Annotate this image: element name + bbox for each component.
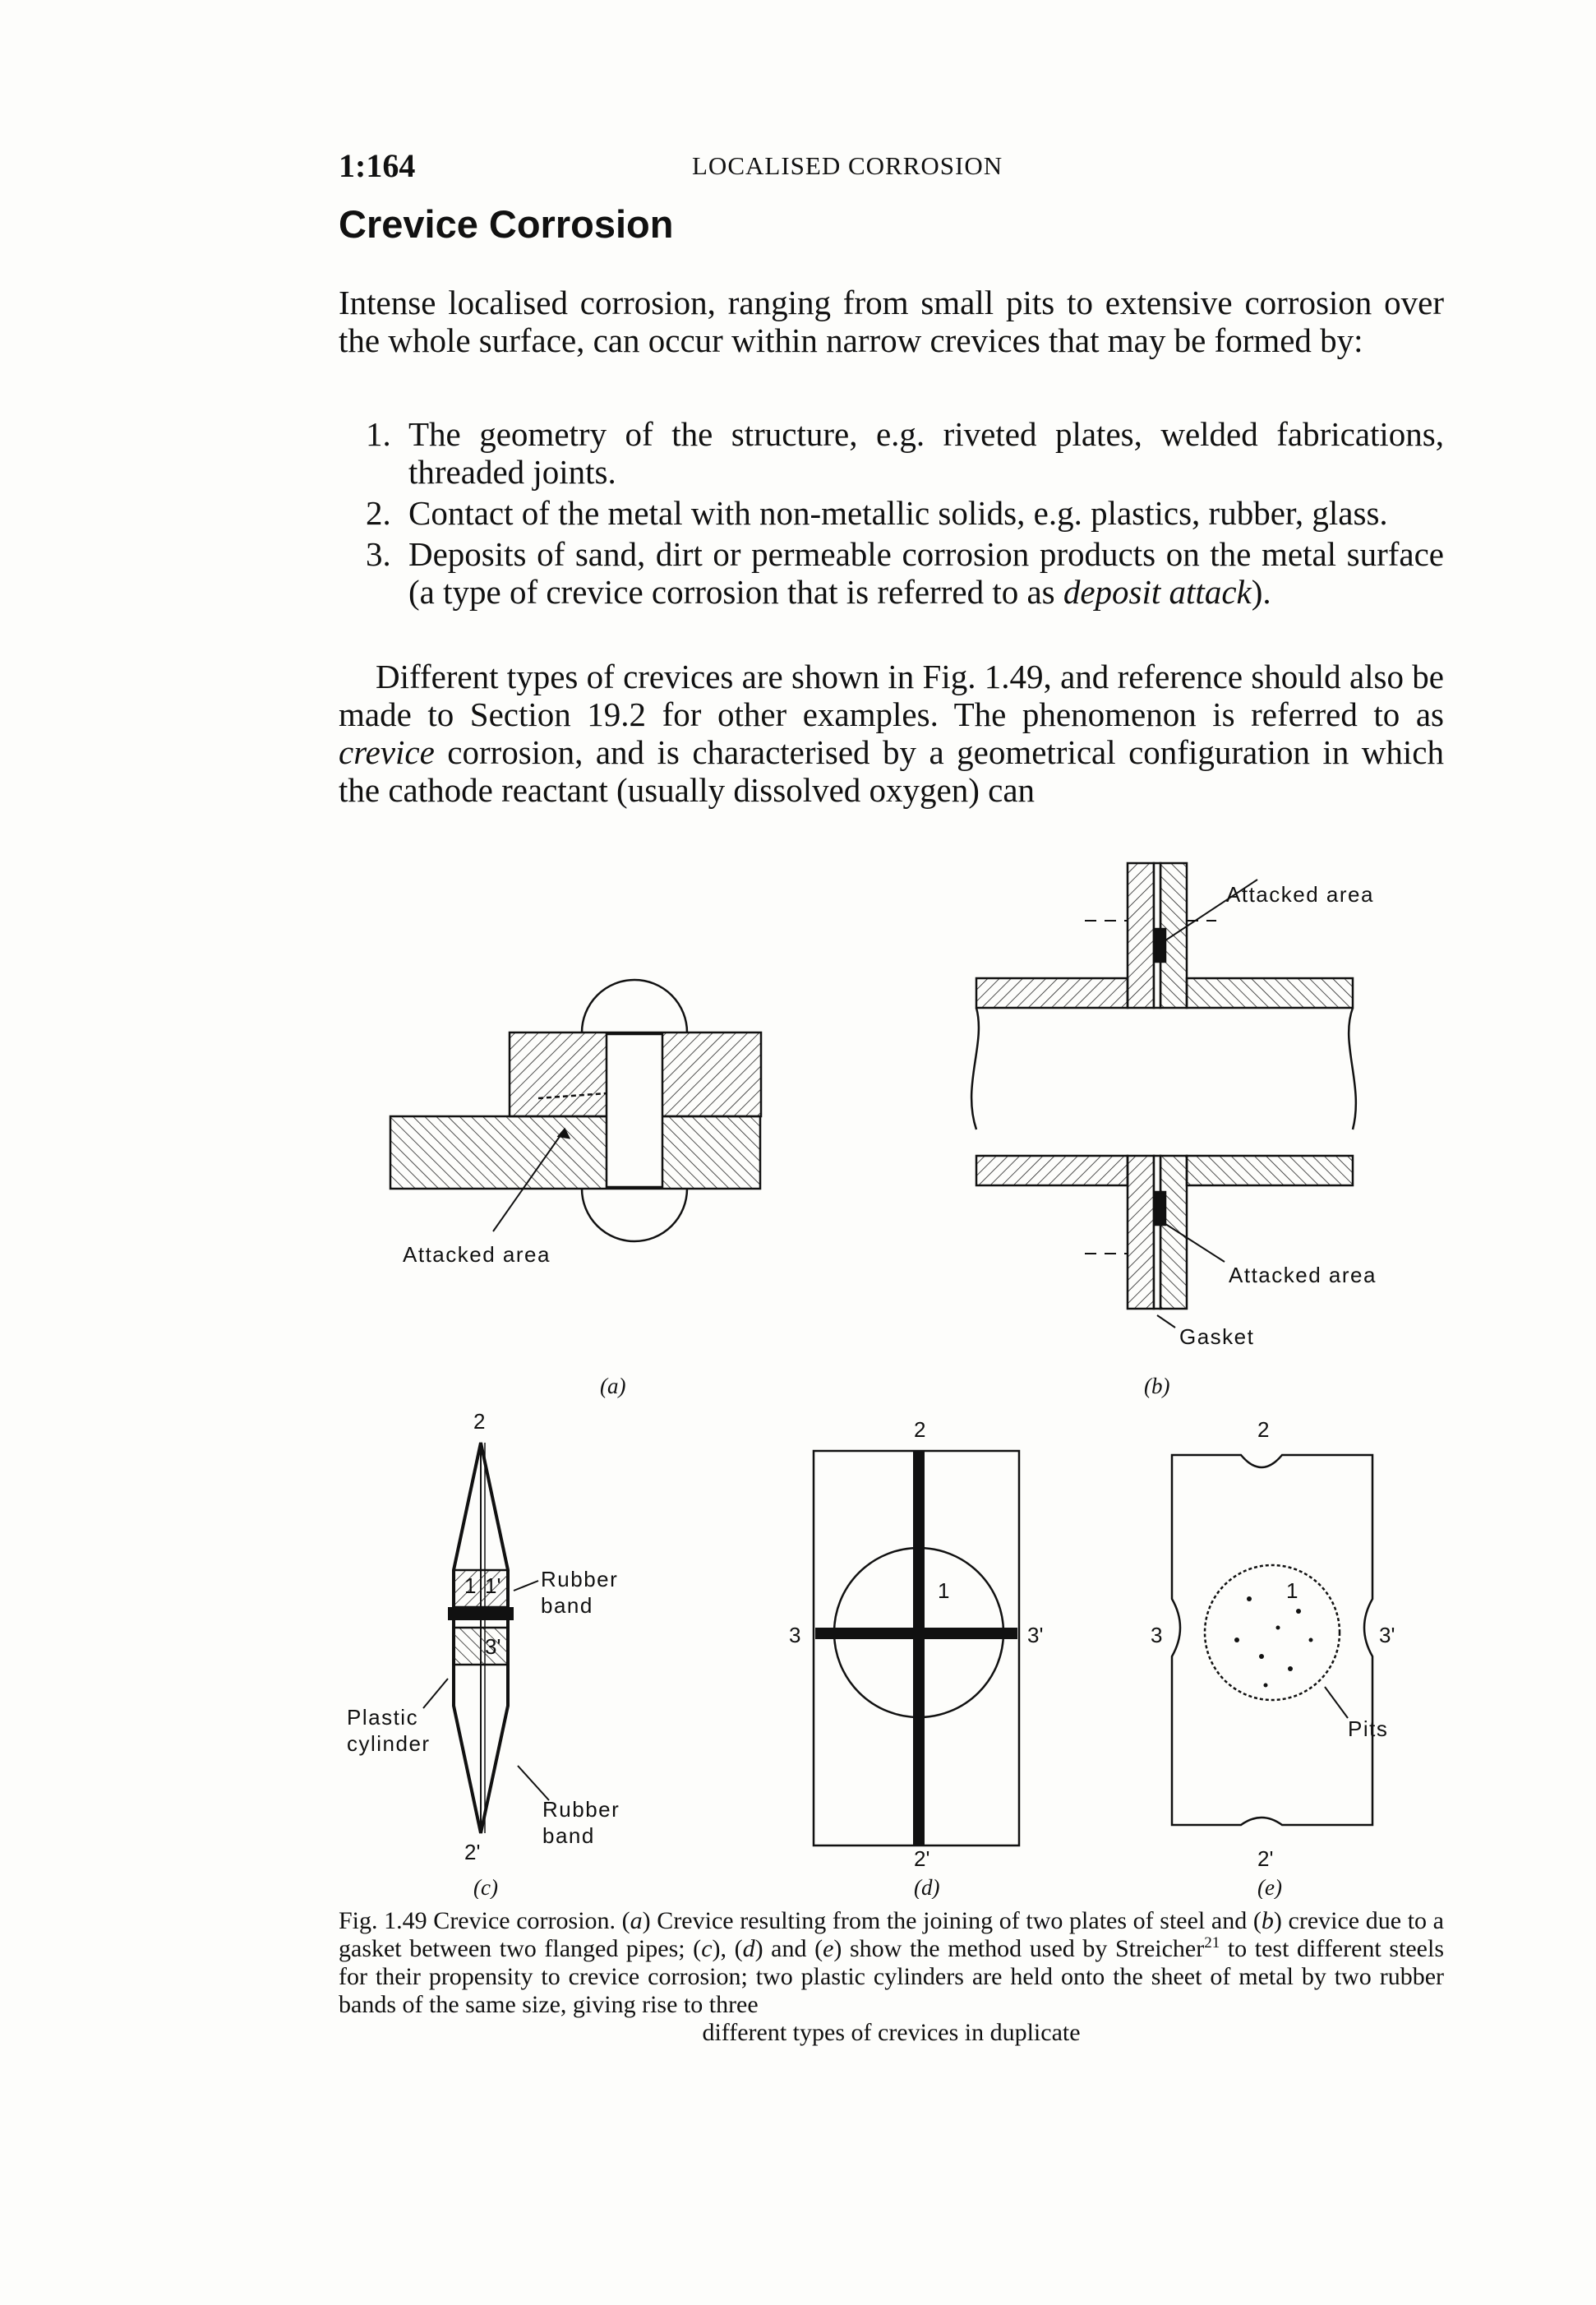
section-title: Crevice Corrosion [339, 202, 674, 246]
paragraph-2-text: Different types of crevices are shown in… [339, 658, 1444, 733]
running-head: LOCALISED CORROSION [692, 151, 1003, 180]
diagram-c-plastic-label-2: cylinder [347, 1731, 431, 1756]
caption-text: ) show the method used by Streicher [833, 1935, 1205, 1962]
diagram-e-sheet [1170, 1453, 1374, 1827]
diagram-c-top-label: 2 [473, 1409, 485, 1434]
caption-ref-a: a [630, 1907, 643, 1934]
list-item: 2. Contact of the metal with non-metalli… [366, 494, 1444, 532]
diagram-c-bottom-label: 2' [464, 1840, 480, 1864]
caption-ref-b: b [1261, 1907, 1274, 1934]
caption-ref-d: d [742, 1935, 755, 1962]
diagram-d-sheet [812, 1449, 1021, 1847]
emphasis-deposit-attack: deposit attack [1063, 573, 1252, 611]
diagram-c-region-1-prime: 1' [485, 1573, 500, 1598]
caption-text: ) crevice due to a gasket between two fl… [339, 1907, 1444, 1962]
list-number: 1. [366, 415, 391, 453]
diagram-c-plastic-label-1: Plastic [347, 1705, 418, 1730]
caption-text: ) Crevice resulting from the joining of … [642, 1907, 1262, 1934]
diagram-b-flanged-pipes [970, 861, 1358, 1328]
diagram-b-attacked-area-top-label: Attacked area [1226, 882, 1374, 907]
intro-paragraph: Intense localised corrosion, ranging fro… [339, 284, 1444, 359]
diagram-a-attacked-area-label: Attacked area [403, 1242, 551, 1267]
diagram-d-bottom-label: 2' [914, 1846, 929, 1871]
diagram-e-left-label: 3 [1151, 1623, 1162, 1647]
paragraph-2-text-end: corrosion, and is characterised by a geo… [339, 733, 1444, 809]
diagram-d-center-label: 1 [938, 1578, 949, 1603]
caption-text: ) and ( [754, 1935, 823, 1962]
diagram-b-label: (b) [1144, 1374, 1169, 1398]
diagram-e-right-label: 3' [1379, 1623, 1395, 1647]
caption-text-last-line: different types of crevices in duplicate [702, 2019, 1081, 2046]
caption-ref-c: c [701, 1935, 713, 1962]
paragraph-2: Different types of crevices are shown in… [339, 658, 1444, 809]
diagram-e-bottom-label: 2' [1257, 1846, 1273, 1871]
diagram-d-right-label: 3' [1027, 1623, 1043, 1647]
figure-caption: Fig. 1.49 Crevice corrosion. (a) Crevice… [339, 1907, 1444, 2047]
page-number: 1:164 [339, 147, 416, 184]
caption-ref-e: e [823, 1935, 834, 1962]
diagram-c-rubber-band-label-1: Rubber [541, 1567, 618, 1591]
diagram-a-label: (a) [600, 1374, 625, 1398]
list-item: 3. Deposits of sand, dirt or permeable c… [366, 535, 1444, 611]
diagram-c-cylinders [422, 1442, 550, 1834]
diagram-c-rubber2-label-1: Rubber [542, 1797, 620, 1822]
diagram-b-gasket-label: Gasket [1179, 1324, 1254, 1349]
diagram-c-region-3-prime: 3' [485, 1634, 500, 1659]
list-item: 1. The geometry of the structure, e.g. r… [366, 415, 1444, 491]
diagram-d-label: (d) [914, 1875, 939, 1899]
caption-footnote-ref: 21 [1204, 1934, 1220, 1952]
list-text: The geometry of the structure, e.g. rive… [408, 415, 1444, 491]
emphasis-crevice: crevice [339, 733, 435, 771]
list-text-end: ). [1251, 573, 1271, 611]
diagram-c-rubber2-label-2: band [542, 1823, 595, 1848]
caption-text: ), ( [712, 1935, 743, 1962]
diagram-d-top-label: 2 [914, 1417, 925, 1442]
diagram-c-rubber-band-label-2: band [541, 1593, 593, 1618]
caption-text: Fig. 1.49 Crevice corrosion. ( [339, 1907, 630, 1934]
diagram-c-label: (c) [473, 1875, 498, 1899]
diagram-c-region-1: 1 [464, 1573, 476, 1598]
crevice-causes-list: 1. The geometry of the structure, e.g. r… [366, 415, 1444, 614]
figure-1-49: Attacked area (a) Attacked area Attacked… [347, 861, 1395, 1899]
diagram-e-label: (e) [1257, 1875, 1282, 1899]
diagram-d-left-label: 3 [789, 1623, 800, 1647]
diagram-e-center-label: 1 [1286, 1578, 1298, 1603]
diagram-e-top-label: 2 [1257, 1417, 1269, 1442]
diagram-a-riveted-plates [389, 978, 763, 1243]
diagram-b-attacked-area-bottom-label: Attacked area [1229, 1263, 1377, 1287]
diagram-e-pits-label: Pits [1348, 1716, 1388, 1741]
list-text: Deposits of sand, dirt or permeable corr… [408, 535, 1444, 611]
list-number: 3. [366, 535, 391, 573]
list-text: Contact of the metal with non-metallic s… [408, 494, 1388, 532]
list-number: 2. [366, 494, 391, 532]
page-header: 1:164 LOCALISED CORROSION [339, 146, 1448, 184]
caption-text: to test different steels for their prope… [339, 1935, 1445, 2018]
